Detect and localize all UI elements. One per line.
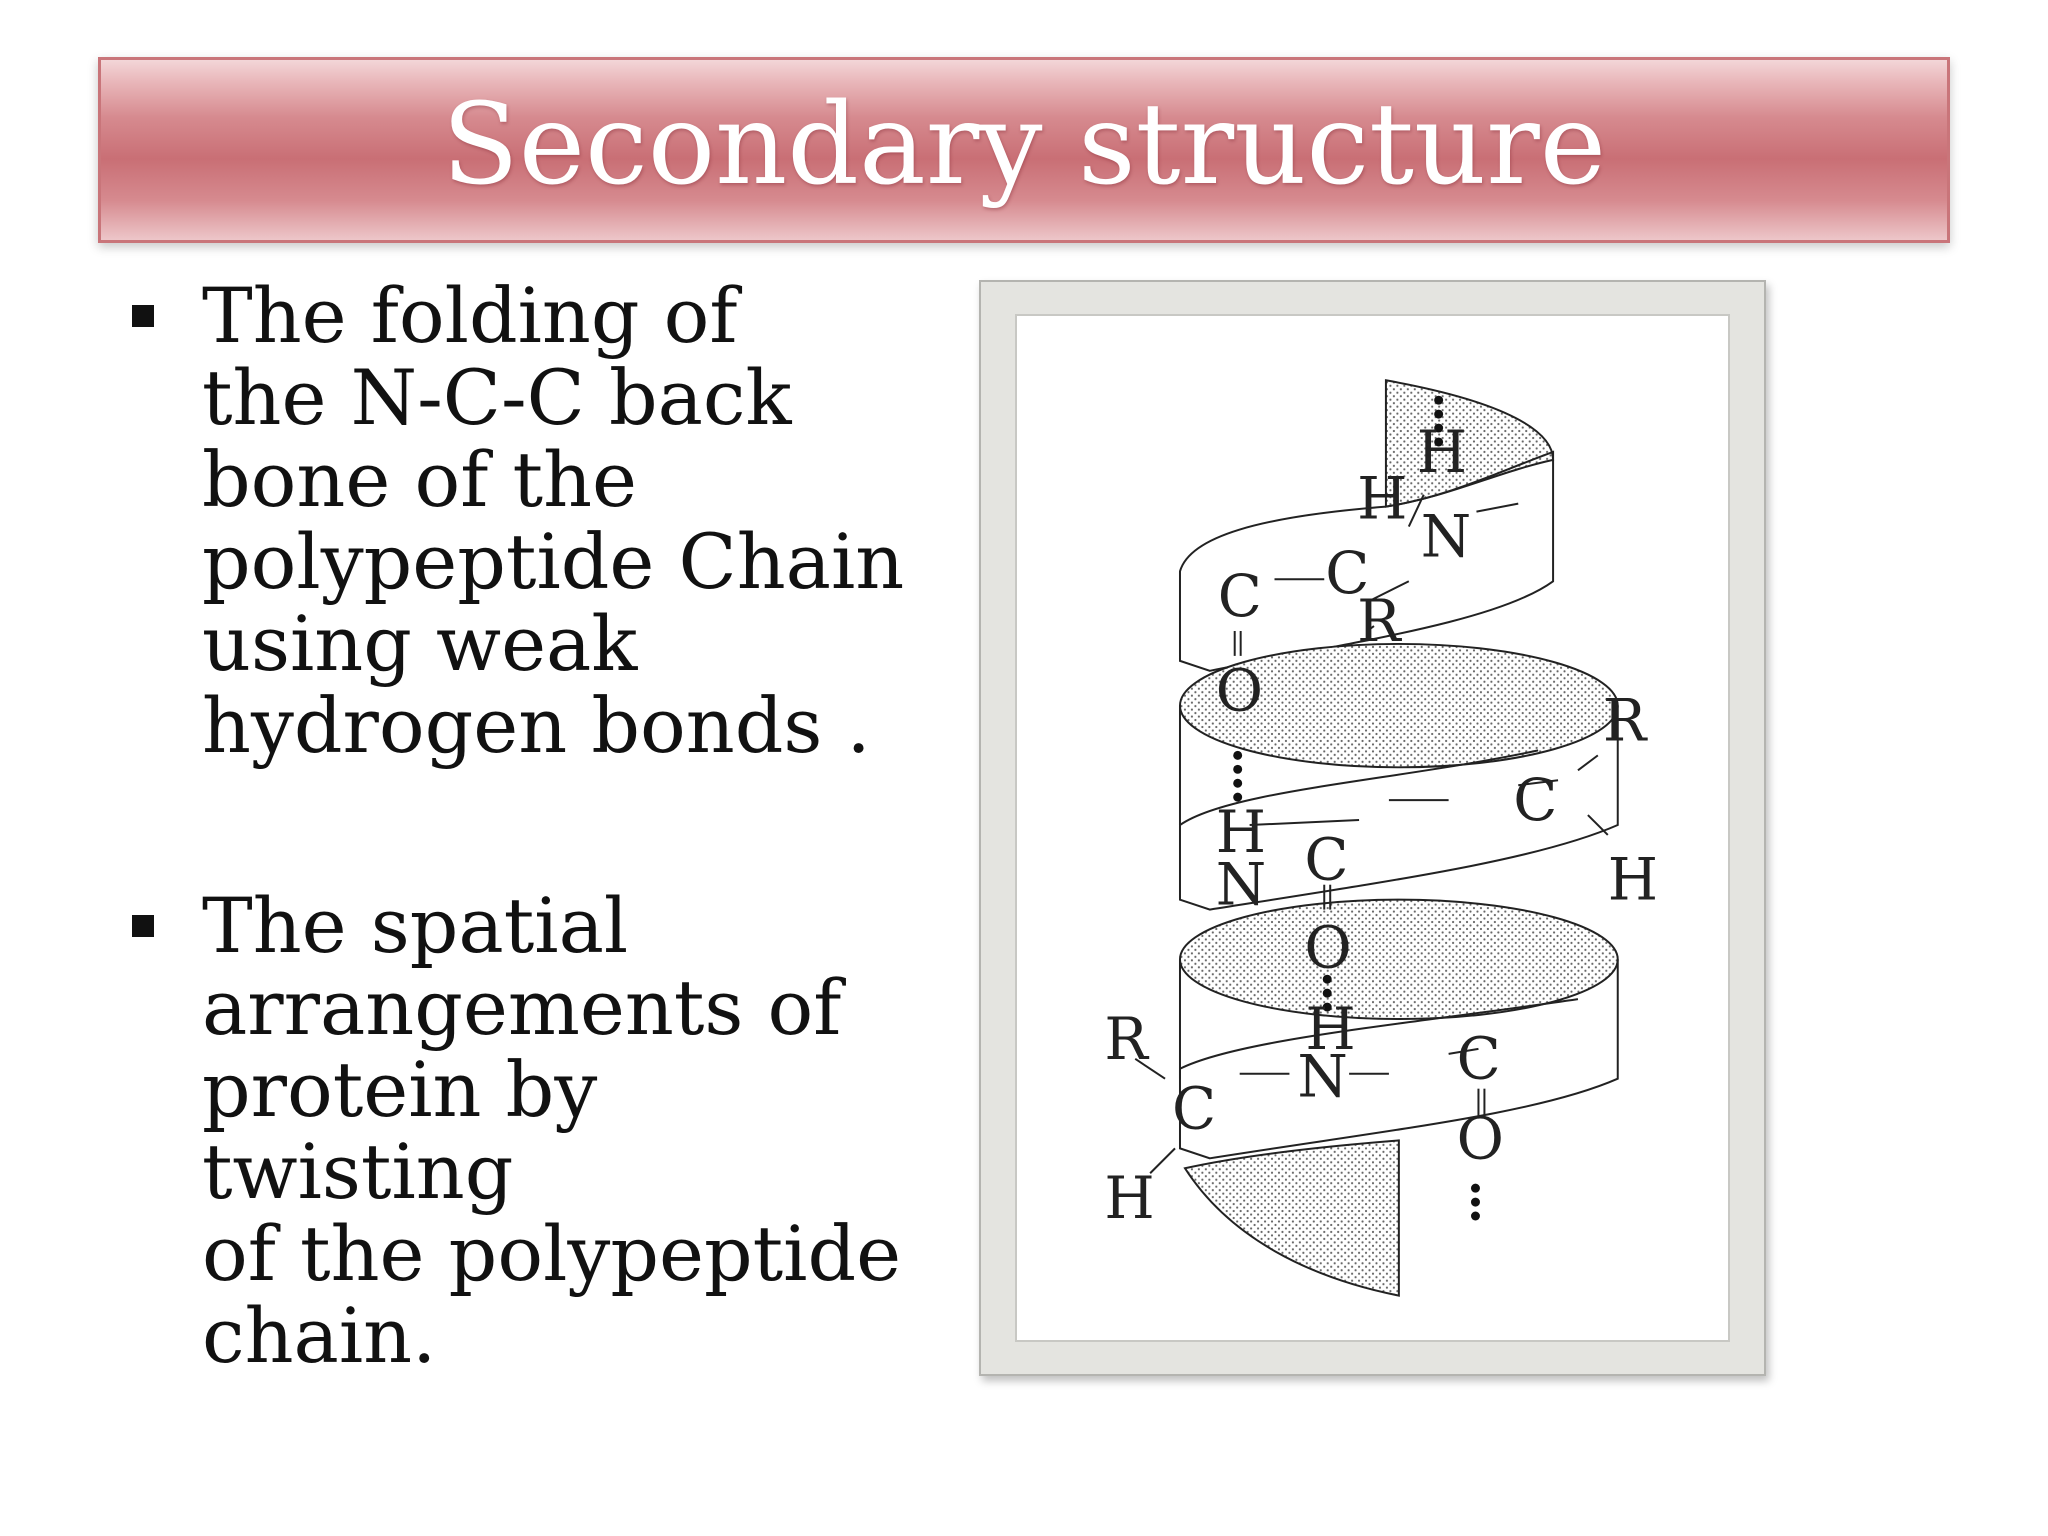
atom-label: C	[1457, 1025, 1501, 1093]
bullet-item: The folding of the N-C-C back bone of th…	[126, 275, 926, 767]
bullet-list: The folding of the N-C-C back bone of th…	[126, 275, 926, 1377]
atom-label: O	[1216, 657, 1263, 725]
square-bullet-icon	[132, 305, 154, 327]
alpha-helix-diagram: H H N C C R O R H C N C H O H R N C C O …	[1104, 379, 1658, 1297]
atom-label: N	[1216, 851, 1266, 919]
atom-label: H	[1216, 798, 1266, 866]
atom-label: C	[1304, 826, 1348, 894]
bond-lines	[1134, 494, 1609, 1174]
atom-label: H	[1104, 1164, 1154, 1232]
helix-top-surface	[1384, 379, 1555, 508]
slide-title: Secondary structure	[441, 80, 1607, 210]
bullet-text: The spatial arrangements of protein by t…	[202, 881, 902, 1380]
helix-ribbon-upper	[1178, 450, 1555, 672]
helix-bottom-surface	[1183, 1139, 1400, 1297]
picture-frame: H H N C C R O R H C N C H O H R N C C O …	[979, 280, 1766, 1376]
atom-label: H	[1305, 995, 1355, 1063]
atom-label: R	[1357, 587, 1402, 655]
atom-label: N	[1297, 1043, 1347, 1111]
atom-label: C	[1218, 562, 1262, 630]
helix-ribbon-middle	[1178, 705, 1619, 911]
atom-label: O	[1304, 913, 1351, 981]
helix-ribbon-lower	[1178, 959, 1619, 1160]
atom-label: C	[1513, 766, 1557, 834]
atom-label: N	[1421, 502, 1471, 570]
atom-label: R	[1603, 686, 1648, 754]
atom-label: H	[1357, 465, 1407, 533]
title-banner: Secondary structure	[98, 57, 1950, 243]
atom-label: C	[1172, 1074, 1216, 1142]
atom-label: C	[1325, 539, 1369, 607]
bullet-text: The folding of the N-C-C back bone of th…	[202, 271, 905, 770]
square-bullet-icon	[132, 915, 154, 937]
hydrogen-bond-dots	[1233, 395, 1480, 1221]
atom-label: R	[1104, 1005, 1149, 1073]
bullet-item: The spatial arrangements of protein by t…	[126, 885, 926, 1377]
atom-label: H	[1417, 418, 1467, 486]
atom-label: O	[1457, 1104, 1504, 1172]
atom-label: H	[1608, 846, 1658, 914]
